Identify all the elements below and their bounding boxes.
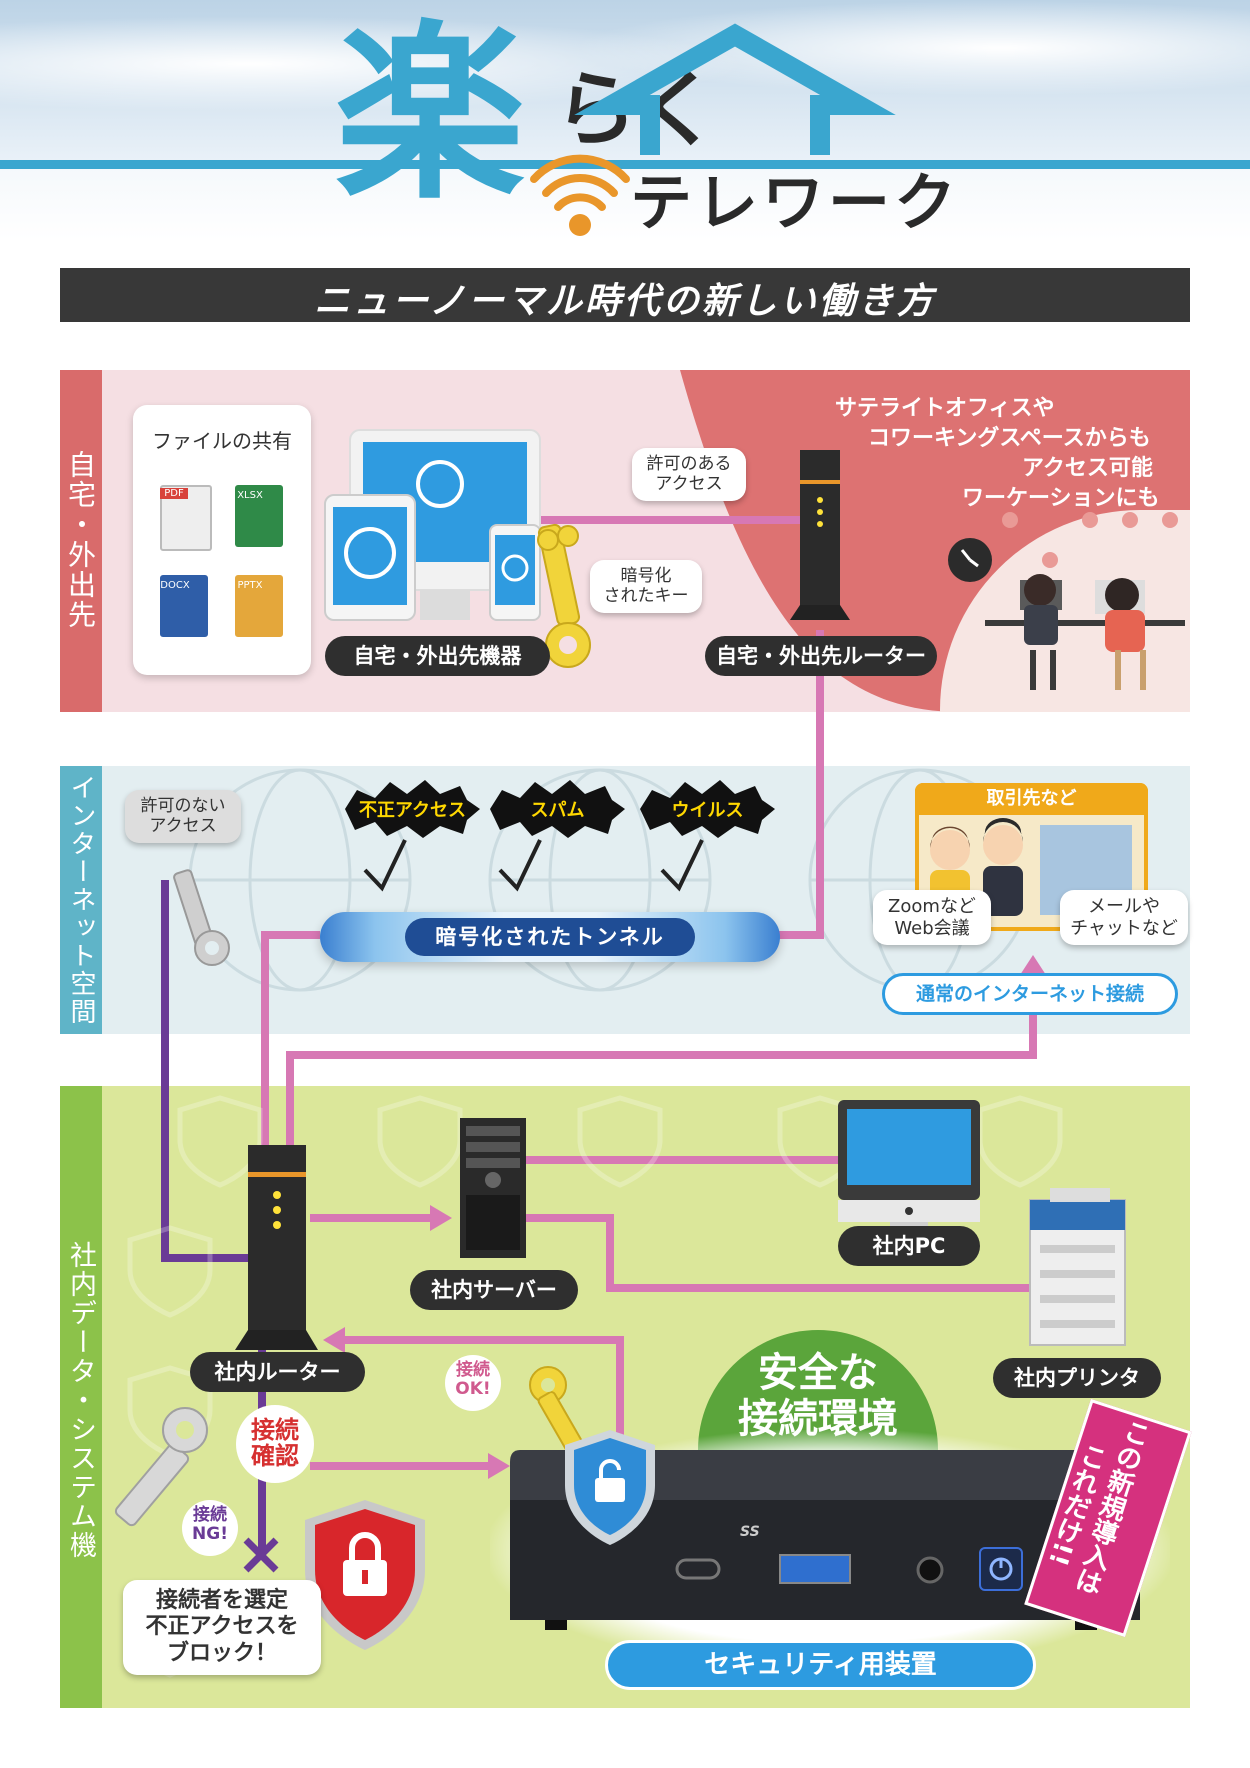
xlsx-file-icon: [235, 485, 283, 547]
port-label: SS: [740, 1524, 760, 1540]
docx-file-tag: DOCX: [160, 580, 190, 591]
logo-subtitle: テレワーク: [630, 166, 961, 239]
security-device-label: セキュリティ用装置: [605, 1640, 1036, 1690]
permitted-access-bubble: 許可のある アクセス: [632, 448, 746, 501]
home-router-label: 自宅・外出先ルーター: [705, 636, 937, 676]
pptx-file-tag: PPTX: [237, 580, 263, 591]
section-label-internet: インターネット空間: [66, 774, 96, 1026]
ng-badge: 接続 NG!: [182, 1500, 238, 1556]
file-share-title: ファイルの共有: [152, 429, 292, 453]
unpermitted-access-bubble: 許可のない アクセス: [125, 790, 241, 843]
office-pc-label: 社内PC: [838, 1226, 980, 1266]
encrypted-key-bubble: 暗号化 されたキー: [590, 560, 702, 613]
office-printer-label: 社内プリンタ: [993, 1358, 1161, 1398]
threat-unauthorized-access: 不正アクセス: [345, 780, 480, 838]
pptx-file-icon: [235, 575, 283, 637]
house-arrow-icon: [574, 23, 896, 155]
wifi-icon: [530, 154, 630, 236]
promo-line-4: ワーケーションにも: [962, 486, 1160, 511]
logo-kanji: 楽: [335, 4, 526, 225]
promo-line-2: コワーキングスペースからも: [868, 426, 1151, 451]
threat-spam: スパム: [490, 780, 625, 838]
tunnel-label: 暗号化されたトンネル: [405, 918, 695, 956]
office-section-band: [60, 1086, 102, 1708]
home-devices-label: 自宅・外出先機器: [325, 636, 550, 676]
confirm-badge: 接続 確認: [236, 1405, 314, 1483]
web-meeting-bubble: Zoomなど Web会議: [873, 890, 991, 946]
normal-internet-label: 通常のインターネット接続: [882, 973, 1178, 1015]
home-section-band: [60, 370, 102, 712]
tagline: ニューノーマル時代の新しい働き方: [314, 281, 936, 322]
promo-line-1: サテライトオフィスや: [835, 396, 1055, 421]
partners-header: 取引先など: [915, 783, 1148, 815]
office-router-label: 社内ルーター: [190, 1352, 365, 1392]
sky-background: [0, 0, 1250, 160]
tagline-bar: [60, 268, 1190, 322]
internet-section-band: [60, 766, 102, 1034]
pdf-file-tag: PDF: [160, 488, 188, 499]
ok-badge: 接続 OK!: [445, 1355, 501, 1411]
mail-chat-bubble: メールや チャットなど: [1060, 890, 1188, 946]
office-server-label: 社内サーバー: [410, 1270, 578, 1310]
docx-file-icon: [160, 575, 208, 637]
section-label-home: 自宅・外出先: [64, 450, 97, 630]
promo-line-3: アクセス可能: [1022, 456, 1153, 481]
section-label-office: 社内データ・システム機器: [26, 1240, 96, 1560]
block-access-bubble: 接続者を選定 不正アクセスを ブロック！: [123, 1580, 321, 1676]
threat-virus: ウイルス: [640, 780, 775, 838]
header-line: [0, 160, 1250, 169]
xlsx-file-tag: XLSX: [237, 490, 263, 501]
